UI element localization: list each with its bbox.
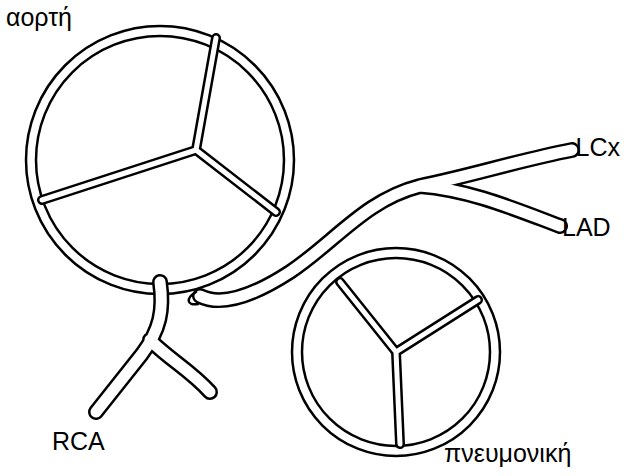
coronary-arteries: [96, 150, 572, 412]
artery-label: LCx: [576, 134, 620, 162]
aortic-cusps: [42, 38, 276, 212]
artery-label: LAD: [562, 214, 611, 242]
aortic-ring-outer: [26, 26, 294, 294]
pulmonary-ring-outer: [292, 248, 500, 456]
artery-label: RCA: [52, 428, 105, 456]
pulmonary-cusps: [340, 282, 478, 444]
vessel-label: αορτή: [6, 4, 72, 32]
pulmonary-ring-inner: [302, 258, 490, 446]
aortic-ring-inner: [36, 36, 284, 284]
vessel-label: πνευμονική: [444, 440, 571, 468]
